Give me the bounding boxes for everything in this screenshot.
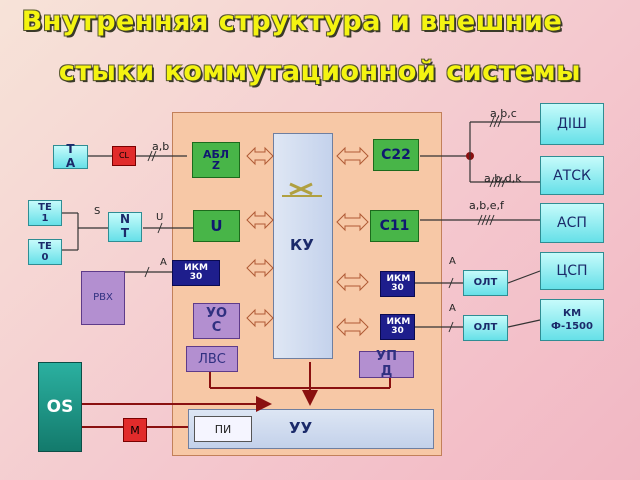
title-line-1: Внутренняя структура и внешние: [21, 6, 563, 37]
cl-label: СL: [118, 151, 130, 160]
pi-node: ПИ: [194, 416, 252, 442]
nt-label: NT: [119, 212, 131, 240]
line-label-a-right-2: А: [449, 303, 456, 314]
asp-node: АСП: [540, 203, 604, 243]
os-node: OS: [38, 362, 82, 452]
uos-node: УОС: [193, 303, 240, 339]
tssp-label: ЦСП: [556, 263, 588, 279]
line-label-s: S: [94, 206, 101, 217]
te1-node: ТЕ1: [28, 200, 62, 226]
pbx-label: PBX: [93, 292, 113, 303]
atsk-label: АТСК: [553, 167, 591, 184]
atsk-node: АТСК: [540, 156, 604, 195]
m-node: М: [123, 418, 147, 442]
abl-z-label: АБЛ Z: [202, 148, 230, 172]
line-label-abef: a,b,e,f: [469, 199, 504, 212]
nt-node: NT: [108, 212, 142, 242]
f1500-label: Ф-1500: [551, 320, 593, 332]
tssp-node: ЦСП: [540, 252, 604, 290]
line-label-a-right-1: А: [449, 256, 456, 267]
u-node: U: [193, 210, 240, 242]
m-label: М: [130, 423, 140, 437]
uu-label: УУ: [289, 419, 313, 437]
dish-node: ДІШ: [540, 103, 604, 145]
ta-label: ТА: [65, 142, 76, 170]
ku-block: КУ: [273, 133, 333, 359]
upd-node: УПД: [359, 349, 414, 379]
te0-node: ТЕ0: [28, 239, 62, 265]
lvs-label: ЛВС: [198, 351, 226, 367]
olt-1-node: ОЛТ: [463, 270, 508, 296]
olt-2-node: ОЛТ: [463, 315, 508, 341]
ikm30-right-2-label: ИКМ 30: [386, 317, 411, 336]
c11-node: С11: [370, 210, 419, 242]
olt-1-label: ОЛТ: [473, 277, 498, 288]
ta-node: ТА: [53, 142, 88, 170]
line-label-abc: a,b,c: [490, 107, 517, 120]
dish-label: ДІШ: [556, 116, 588, 132]
te0-label: ТЕ0: [38, 241, 52, 263]
c22-label: С22: [381, 147, 411, 163]
pi-label: ПИ: [214, 422, 232, 436]
line-label-a-left: А: [160, 257, 167, 268]
line-label-u: U: [156, 212, 164, 223]
lvs-node: ЛВС: [186, 346, 238, 372]
ikm30-right-1-label: ИКМ 30: [386, 274, 411, 293]
title-line-2: стыки коммутационной системы: [58, 56, 582, 87]
u-label: U: [210, 216, 223, 235]
line-label-ab: a,b: [152, 140, 170, 153]
c22-node: С22: [373, 139, 419, 171]
ikm30-left-label: ИКМ 30: [184, 263, 208, 282]
pbx-node: PBX: [81, 271, 125, 325]
ku-label: КУ: [290, 236, 314, 254]
ikm30-right-2-node: ИКМ 30: [380, 314, 415, 340]
olt-2-label: ОЛТ: [473, 322, 498, 333]
line-label-abdk: a,b,d,k: [484, 172, 522, 185]
upd-label: УПД: [376, 349, 397, 379]
ikm30-left-node: ИКМ 30: [172, 260, 220, 286]
te1-label: ТЕ1: [38, 202, 52, 224]
ikm30-right-1-node: ИКМ 30: [380, 271, 415, 297]
asp-label: АСП: [557, 215, 587, 231]
km-f1500-node: КМ Ф-1500: [540, 299, 604, 341]
c11-label: С11: [379, 218, 410, 234]
abl-z-node: АБЛ Z: [192, 142, 240, 178]
os-label: OS: [46, 396, 74, 417]
uos-label: УОС: [205, 305, 228, 335]
cl-node: СL: [112, 146, 136, 166]
km-label: КМ: [562, 307, 582, 319]
